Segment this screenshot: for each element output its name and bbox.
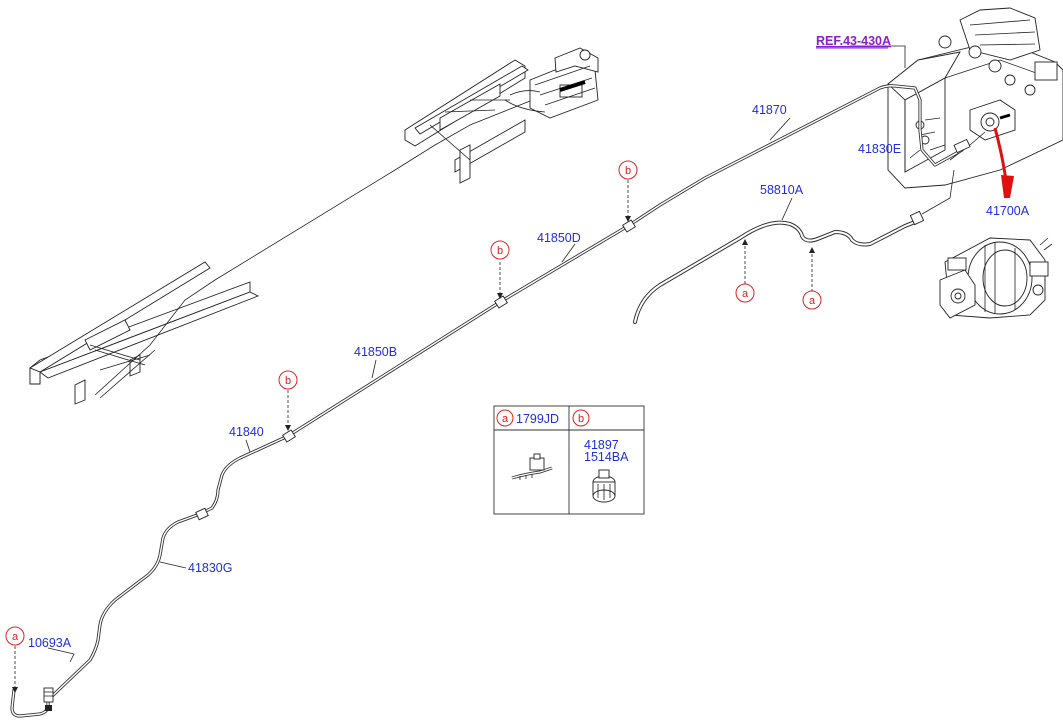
legend-a-header: a 1799JD (496, 409, 559, 427)
legend-b-code1[interactable]: 41897 (584, 438, 619, 452)
pipe-route (10, 84, 971, 718)
svg-text:a: a (12, 631, 19, 643)
callout-b-1: b (618, 160, 638, 180)
legend-table: a 1799JD b 41897 1514BA (493, 405, 645, 515)
mini-transmission (504, 47, 599, 119)
svg-text:b: b (578, 413, 584, 425)
svg-text:a: a (502, 413, 509, 425)
callout-a-3: a (5, 626, 25, 646)
part-10693a-label[interactable]: 10693A (28, 636, 72, 650)
callout-b-2: b (490, 240, 510, 260)
svg-text:b: b (625, 165, 631, 177)
svg-text:a: a (742, 288, 749, 300)
callout-a-1: a (735, 283, 755, 303)
chassis-frame (28, 47, 599, 405)
part-41870-label[interactable]: 41870 (752, 103, 787, 117)
part-41830e-label[interactable]: 41830E (858, 142, 901, 156)
ref-label[interactable]: REF.43-430A (816, 34, 891, 48)
union-fitting-icon (592, 469, 616, 503)
callout-a-2: a (802, 290, 822, 310)
hose-58810a (633, 169, 955, 324)
part-41850d-label[interactable]: 41850D (537, 231, 581, 245)
leaders (12, 45, 921, 693)
part-41830g-label[interactable]: 41830G (188, 561, 232, 575)
svg-text:b: b (285, 375, 291, 387)
svg-text:b: b (497, 245, 503, 257)
part-41700a-label[interactable]: 41700A (986, 204, 1030, 218)
legend-a-code[interactable]: 1799JD (516, 412, 559, 426)
legend-b-header: b (572, 409, 590, 427)
clip-part-icon (511, 453, 553, 480)
part-58810a-label[interactable]: 58810A (760, 183, 804, 197)
red-arrowhead (1001, 175, 1014, 198)
callout-b-3: b (278, 370, 298, 390)
clutch-servo-41700a (939, 237, 1053, 319)
legend-b-code2[interactable]: 1514BA (584, 450, 629, 464)
svg-text:a: a (809, 295, 816, 307)
part-41850b-label[interactable]: 41850B (354, 345, 397, 359)
part-41840-label[interactable]: 41840 (229, 425, 264, 439)
transmission-housing (887, 7, 1063, 189)
